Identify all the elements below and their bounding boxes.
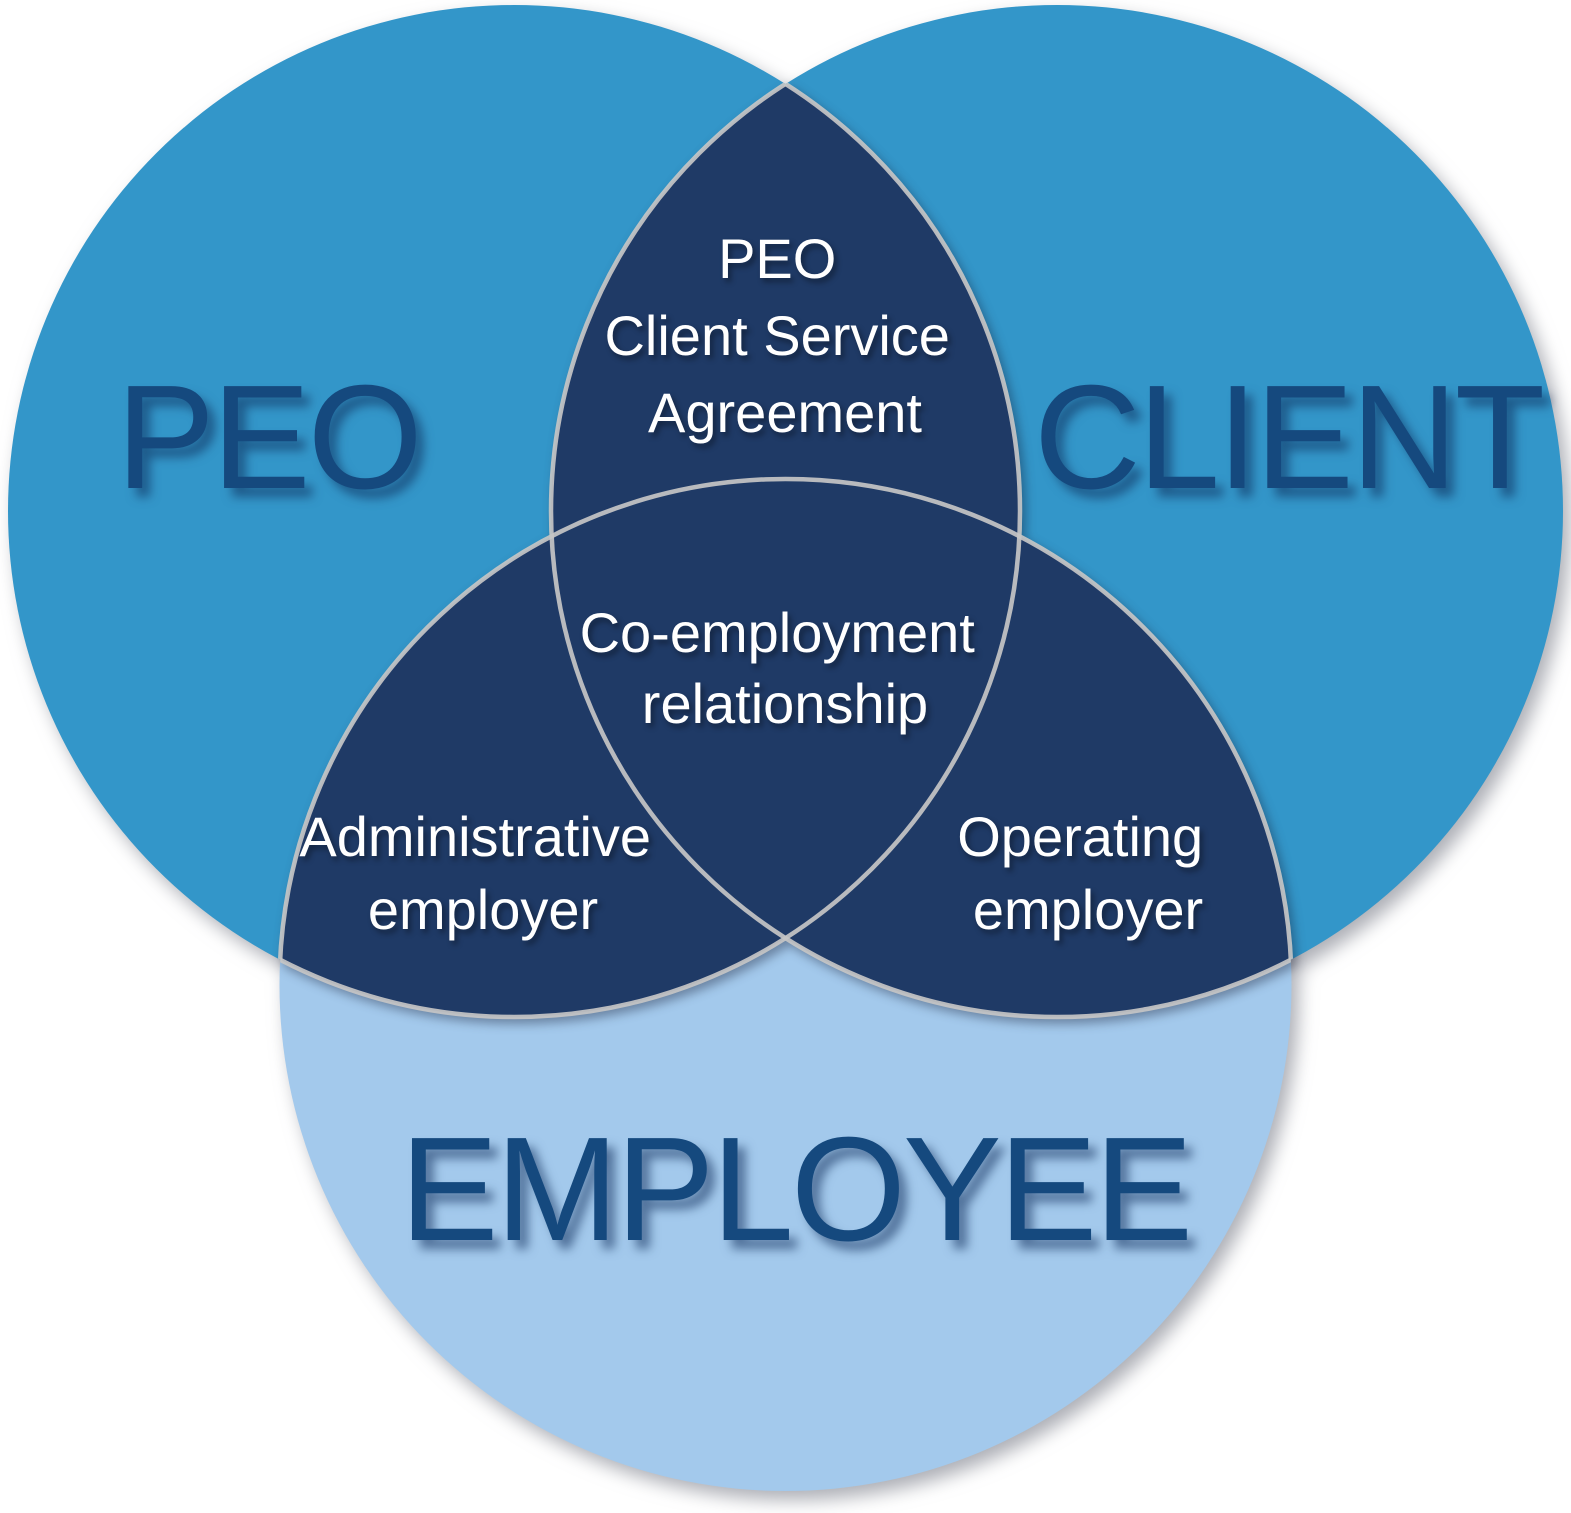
set-label-employee: EMPLOYEE (400, 1107, 1190, 1272)
overlap-label-client-employee: Operating employer (957, 805, 1219, 941)
overlap-label-peo-client: PEO Client Service Agreement (604, 227, 965, 444)
set-label-client: CLIENT (1034, 355, 1543, 520)
overlap-label-line: employer (973, 878, 1203, 941)
overlap-label-line: PEO (718, 227, 836, 290)
set-label-peo: PEO (116, 355, 420, 520)
arc-peo-boundary (279, 5, 1023, 1020)
overlap-label-center: Co-employment relationship (580, 601, 991, 735)
overlap-label-line: employer (368, 878, 598, 941)
overlap-label-line: Co-employment (580, 601, 976, 664)
venn-body (8, 5, 1563, 1491)
overlap-label-line: relationship (642, 672, 928, 735)
overlap-label-peo-employee: Administrative employer (299, 805, 666, 941)
overlap-label-line: Client Service (604, 304, 949, 367)
arc-client-boundary (548, 5, 1292, 1020)
overlap-label-line: Operating (957, 805, 1203, 868)
overlap-label-line: Administrative (299, 805, 651, 868)
overlap-label-line: Agreement (648, 381, 922, 444)
